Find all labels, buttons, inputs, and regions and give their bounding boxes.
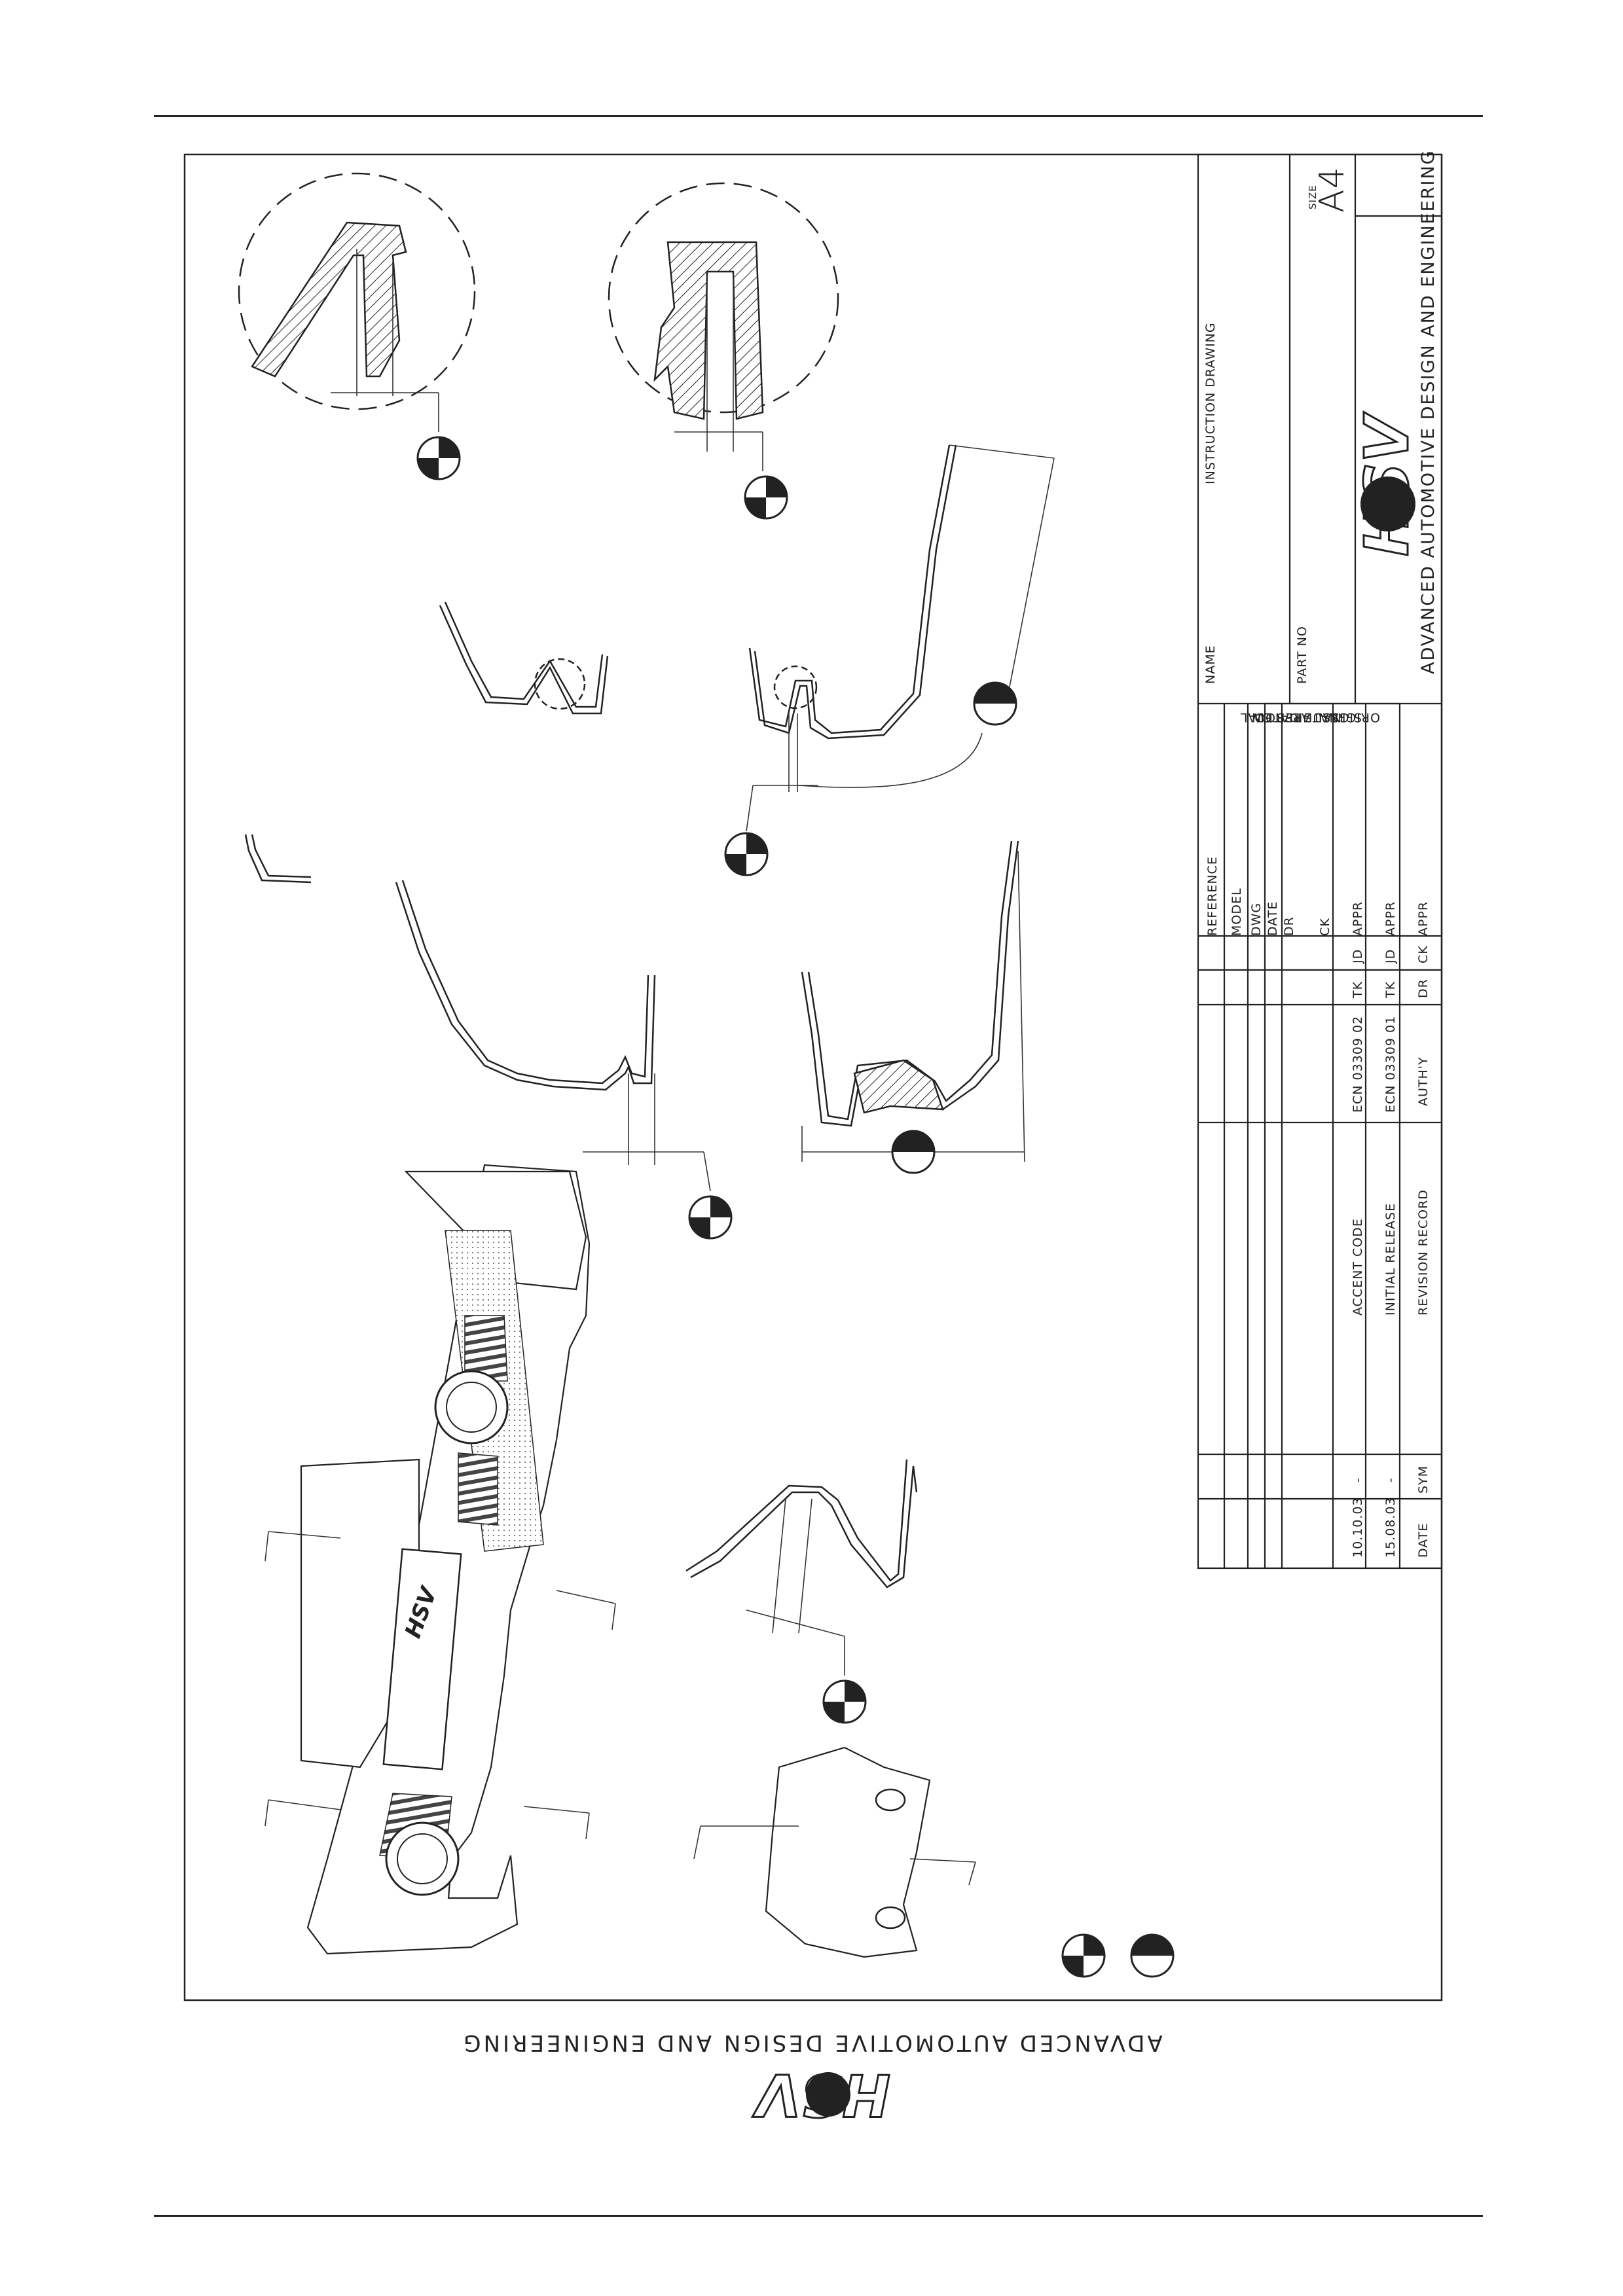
revision-ck: JD [1351, 949, 1365, 964]
header-authy: AUTH'Y [1416, 1056, 1431, 1106]
dr-label: DR [1282, 916, 1296, 936]
revision-sym: - [1383, 1477, 1398, 1482]
revision-date: 10.10.03 [1351, 1497, 1365, 1558]
legend-datum-half [1130, 1933, 1175, 1978]
header-revision-record: REVISION RECORD [1416, 1189, 1431, 1316]
revision-description: INITIAL RELEASE [1383, 1203, 1398, 1316]
part-no-label: PART NO [1295, 626, 1309, 684]
section-profile-c [395, 880, 711, 1192]
footer-company-name: ADVANCED AUTOMOTIVE DESIGN AND ENGINEERI… [461, 2030, 1163, 2056]
datum-symbol [688, 1195, 733, 1240]
title-block: INSTRUCTION DRAWING NAME PART NO SIZE A4… [1197, 149, 1443, 1570]
revision-header-row: DATE SYM REVISION RECORD AUTH'Y DR CK AP… [1416, 901, 1431, 1558]
revision-ck: JD [1383, 949, 1398, 964]
datum-symbol [822, 1679, 867, 1724]
ck-label: CK [1318, 918, 1332, 936]
header-sym: SYM [1416, 1465, 1431, 1494]
datum-symbol [416, 436, 461, 480]
datum-half-symbol [891, 1130, 936, 1174]
revision-auth: ECN 03309 02 [1351, 1016, 1365, 1113]
bottom-rule [154, 2215, 1483, 2217]
section-profile-b [746, 444, 1055, 832]
revision-row-2: 10.10.03 - ACCENT CODE ECN 03309 02 TK J… [1351, 949, 1365, 1558]
revision-sym: - [1351, 1477, 1365, 1482]
footer-logo: HSV [751, 2060, 891, 2130]
company-name: ADVANCED AUTOMOTIVE DESIGN AND ENGINEERI… [1418, 149, 1438, 674]
size-value: A4 [1313, 166, 1352, 213]
footer: ADVANCED AUTOMOTIVE DESIGN AND ENGINEERI… [461, 2030, 1163, 2130]
approval-line-3: ISSUE DATED [1254, 710, 1343, 725]
drawing-type-label: INSTRUCTION DRAWING [1203, 322, 1218, 484]
header-ck: CK [1416, 945, 1431, 963]
datum-symbol [724, 832, 769, 876]
section-profile-e [685, 1459, 918, 1676]
legend-datum-full [1061, 1933, 1106, 1978]
header-date: DATE [1416, 1523, 1431, 1558]
name-label: NAME [1203, 645, 1218, 684]
revision-dr: TK [1383, 981, 1398, 999]
size-label: SIZE [1307, 185, 1319, 209]
reference-label: REFERENCE [1205, 856, 1220, 936]
detail-view-1 [238, 172, 476, 432]
section-profile-a [439, 601, 609, 715]
revision-description: ACCENT CODE [1351, 1218, 1365, 1316]
appr-label-2: APPR [1383, 901, 1398, 936]
hsv-logo: HSV [1351, 410, 1423, 557]
bumper-assembly: HSV [264, 1164, 616, 1955]
appr-label-1: APPR [1351, 901, 1365, 936]
approval-line-1: ORIGINAL APPROVAL [1240, 710, 1380, 725]
detail-view-2 [608, 182, 839, 471]
datum-symbol [744, 475, 788, 520]
section-profile-d [801, 840, 1025, 1162]
datum-half-symbol [973, 681, 1017, 726]
revision-row-1: 15.08.03 - INITIAL RELEASE ECN 03309 01 … [1383, 949, 1398, 1558]
revision-auth: ECN 03309 01 [1383, 1016, 1398, 1113]
revision-dr: TK [1351, 981, 1365, 999]
revision-date: 15.08.03 [1383, 1497, 1398, 1558]
date-label: DATE [1266, 901, 1280, 936]
small-bracket-profile [244, 834, 312, 884]
approval-line-2: SIGNATURES ON [1251, 710, 1362, 725]
top-rule [154, 115, 1483, 117]
header-dr: DR [1416, 978, 1431, 998]
model-label: MODEL [1230, 888, 1244, 936]
dwg-label: DWG [1249, 903, 1264, 936]
accent-piece [693, 1746, 976, 1958]
header-appr: APPR [1416, 901, 1431, 936]
